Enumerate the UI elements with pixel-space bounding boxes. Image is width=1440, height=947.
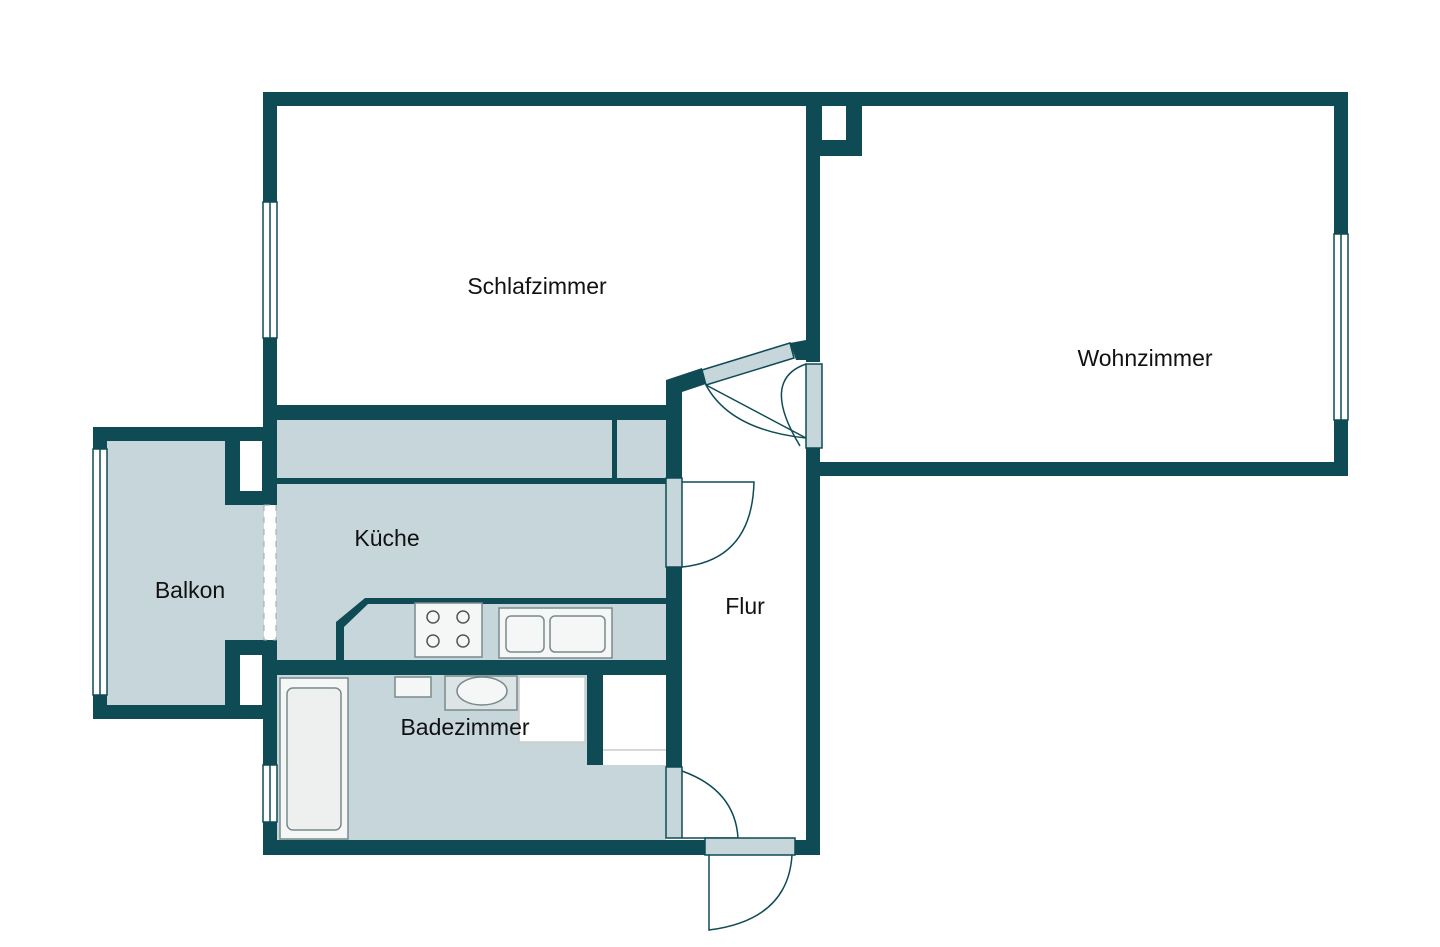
label-balkon: Balkon — [155, 577, 225, 603]
toilet-tank — [394, 676, 432, 698]
door-wohnzimmer — [805, 363, 823, 449]
storage-floor — [277, 420, 666, 478]
wall-insets — [240, 106, 846, 705]
room-labels: Schlafzimmer Wohnzimmer Küche Balkon Flu… — [155, 273, 1213, 740]
door-badezimmer — [665, 766, 683, 839]
door-schlafzimmer — [701, 342, 795, 386]
windows — [92, 201, 1349, 823]
doors — [665, 342, 823, 931]
closet — [603, 675, 666, 765]
label-flur: Flur — [725, 593, 765, 619]
stove — [414, 602, 483, 658]
fixtures — [279, 602, 666, 840]
walls — [93, 92, 1348, 855]
label-kueche: Küche — [354, 525, 419, 551]
door-kueche — [665, 477, 683, 568]
label-schlafzimmer: Schlafzimmer — [467, 273, 607, 299]
washing-machine — [518, 676, 586, 743]
label-wohnzimmer: Wohnzimmer — [1077, 345, 1212, 371]
door-entrance — [704, 837, 796, 856]
label-badezimmer: Badezimmer — [400, 714, 529, 740]
